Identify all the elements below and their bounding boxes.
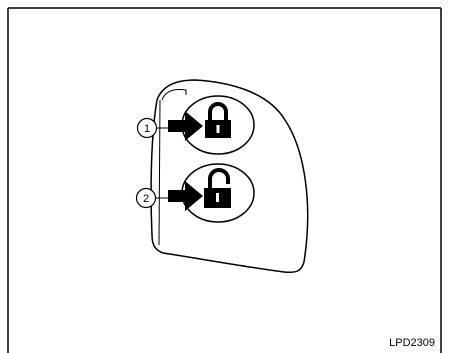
- figure-frame: [8, 8, 441, 353]
- figure-code: LPD2309: [389, 337, 435, 349]
- callout-2: 2: [137, 181, 204, 211]
- callout-1-number: 1: [144, 123, 150, 135]
- arrow-right-icon: [168, 111, 203, 141]
- callout-1: 1: [138, 111, 204, 141]
- padlock-open-icon: [204, 170, 231, 208]
- arrow-right-icon: [168, 181, 203, 211]
- callout-2-number: 2: [143, 193, 149, 205]
- padlock-closed-icon: [205, 104, 231, 138]
